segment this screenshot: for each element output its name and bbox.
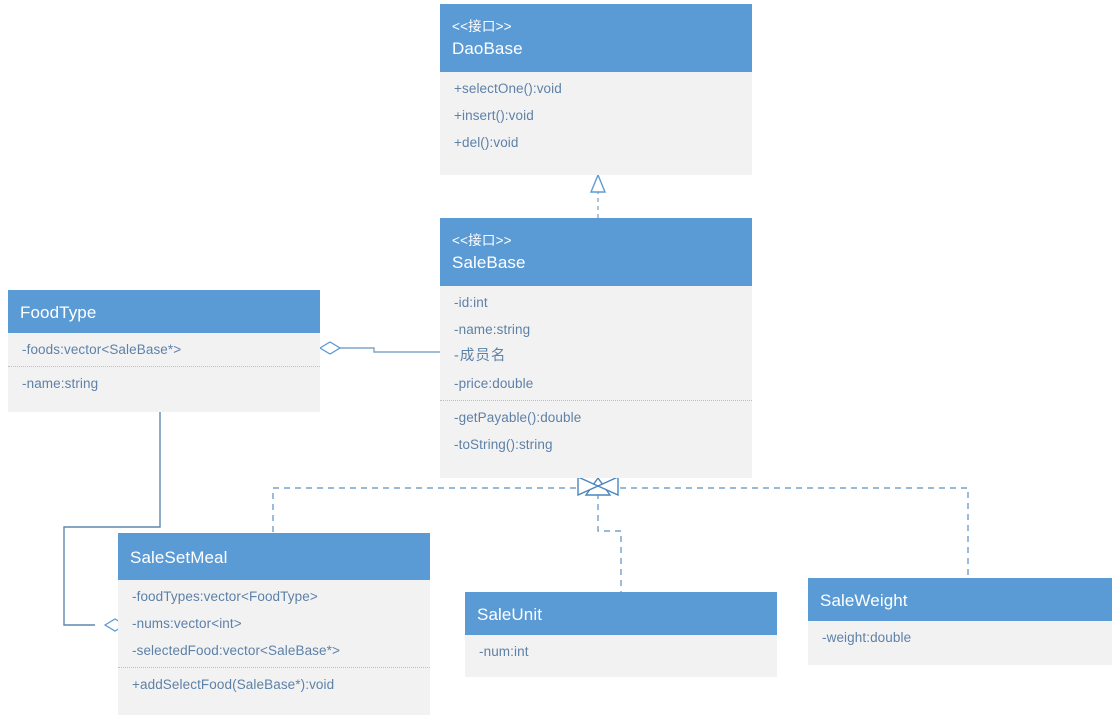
class-salebase-header: <<接口>> SaleBase xyxy=(440,218,752,286)
class-foodtype[interactable]: FoodType -foods:vector<SaleBase*> -name:… xyxy=(8,290,320,412)
class-salebase-methods: -getPayable():double -toString():string xyxy=(440,400,752,461)
class-saleweight-name: SaleWeight xyxy=(820,591,908,610)
class-saleweight[interactable]: SaleWeight -weight:double xyxy=(808,578,1112,665)
member-item: +addSelectFood(SaleBase*):void xyxy=(132,677,335,692)
member-item: -price:double xyxy=(454,376,534,391)
member-item: +insert():void xyxy=(454,108,534,123)
class-daobase[interactable]: <<接口>> DaoBase +selectOne():void +insert… xyxy=(440,4,752,175)
class-salebase-attributes: -id:int -name:string -成员名 -price:double xyxy=(440,286,752,400)
class-salesetmeal-header: SaleSetMeal xyxy=(118,533,430,580)
class-saleweight-header: SaleWeight xyxy=(808,578,1112,621)
link-salebase-realizes-daobase xyxy=(589,173,607,218)
class-foodtype-body: -foods:vector<SaleBase*> -name:string xyxy=(8,333,320,412)
member-item: -foods:vector<SaleBase*> xyxy=(22,342,182,357)
class-saleunit[interactable]: SaleUnit -num:int xyxy=(465,592,777,677)
class-saleweight-attributes: -weight:double xyxy=(808,621,1112,654)
class-daobase-methods: +selectOne():void +insert():void +del():… xyxy=(440,72,752,159)
member-item: -nums:vector<int> xyxy=(132,616,242,631)
class-salesetmeal-name: SaleSetMeal xyxy=(130,548,228,567)
class-salesetmeal[interactable]: SaleSetMeal -foodTypes:vector<FoodType> … xyxy=(118,533,430,715)
link-foodtype-aggregates-salebase xyxy=(318,341,440,355)
member-item: -name:string xyxy=(22,376,99,391)
class-foodtype-attributes: -foods:vector<SaleBase*> xyxy=(8,333,320,366)
member-item: -weight:double xyxy=(822,630,912,645)
member-item: -id:int xyxy=(454,295,488,310)
member-item: +del():void xyxy=(454,135,519,150)
class-foodtype-methods: -name:string xyxy=(8,366,320,400)
member-item: -num:int xyxy=(479,644,529,659)
class-salesetmeal-methods: +addSelectFood(SaleBase*):void xyxy=(118,667,430,701)
class-saleunit-name: SaleUnit xyxy=(477,605,543,624)
class-foodtype-header: FoodType xyxy=(8,290,320,333)
class-saleunit-body: -num:int xyxy=(465,635,777,677)
class-daobase-name: DaoBase xyxy=(452,39,523,58)
member-item: -selectedFood:vector<SaleBase*> xyxy=(132,643,340,658)
member-item: -成员名 xyxy=(454,348,507,364)
class-daobase-body: +selectOne():void +insert():void +del():… xyxy=(440,72,752,175)
member-item: -foodTypes:vector<FoodType> xyxy=(132,589,318,604)
class-salebase[interactable]: <<接口>> SaleBase -id:int -name:string -成员… xyxy=(440,218,752,478)
class-salebase-name: SaleBase xyxy=(452,253,526,272)
class-salesetmeal-body: -foodTypes:vector<FoodType> -nums:vector… xyxy=(118,580,430,715)
member-item: +selectOne():void xyxy=(454,81,562,96)
member-item: -toString():string xyxy=(454,437,553,452)
class-salesetmeal-attributes: -foodTypes:vector<FoodType> -nums:vector… xyxy=(118,580,430,667)
class-salebase-body: -id:int -name:string -成员名 -price:double … xyxy=(440,286,752,478)
member-item: -getPayable():double xyxy=(454,410,582,425)
class-salebase-stereotype: <<接口>> xyxy=(452,233,512,248)
class-foodtype-name: FoodType xyxy=(20,303,97,322)
class-daobase-header: <<接口>> DaoBase xyxy=(440,4,752,72)
class-saleunit-header: SaleUnit xyxy=(465,592,777,635)
class-saleunit-attributes: -num:int xyxy=(465,635,777,668)
class-daobase-stereotype: <<接口>> xyxy=(452,19,512,34)
member-item: -name:string xyxy=(454,322,531,337)
class-saleweight-body: -weight:double xyxy=(808,621,1112,665)
